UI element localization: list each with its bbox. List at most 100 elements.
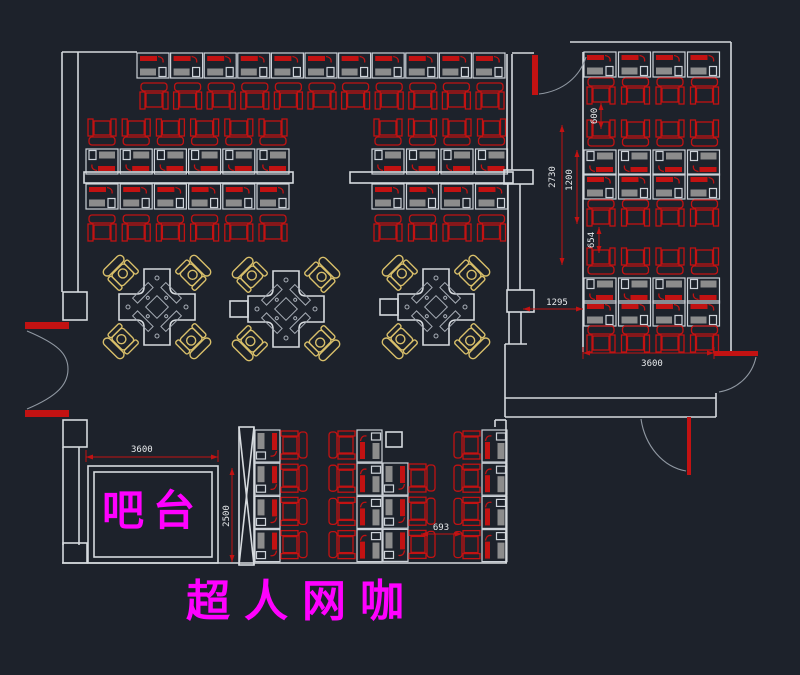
chair <box>689 247 720 275</box>
wall-box <box>62 542 88 564</box>
wall-box <box>349 171 514 184</box>
desk-station <box>85 148 119 175</box>
chair <box>280 496 308 527</box>
chair <box>87 214 117 242</box>
chair <box>476 118 507 146</box>
chair <box>139 82 169 110</box>
chair <box>340 82 371 110</box>
desk-station <box>617 51 652 78</box>
chair <box>620 77 651 105</box>
dimension-arrow <box>211 454 218 460</box>
wall-box <box>506 289 535 313</box>
cross-brace <box>238 426 255 566</box>
chair <box>655 119 685 147</box>
door-swing-arc <box>538 56 587 95</box>
chair <box>280 463 308 493</box>
chair <box>155 118 186 146</box>
walls-layer <box>61 41 732 566</box>
dimension-arrow <box>707 350 714 356</box>
door-swing-arc <box>26 368 69 410</box>
desk-station <box>472 52 506 79</box>
wall-box <box>503 169 534 185</box>
chair <box>620 247 651 275</box>
vip-chair <box>454 254 491 291</box>
dimension-lines-layer <box>85 103 715 562</box>
dimension-arrow <box>559 258 565 265</box>
chair <box>373 214 403 242</box>
dimension-labels-layer: 3600 2500 693 600 2730 1200 654 1295 360… <box>131 108 663 533</box>
desk-station <box>153 183 187 210</box>
desk-station <box>356 495 383 530</box>
vip-chair <box>175 254 212 291</box>
gaming-table <box>379 268 475 346</box>
chair <box>224 118 254 146</box>
vip-chair <box>381 254 418 291</box>
dim-label-right-width: 3600 <box>641 359 663 369</box>
desk-station <box>136 52 170 79</box>
desk-station <box>382 528 409 563</box>
chair <box>273 82 304 110</box>
chair <box>328 463 356 493</box>
desk-station <box>652 51 686 78</box>
chair <box>280 430 308 460</box>
chair <box>280 529 308 560</box>
wall-box <box>62 291 88 321</box>
dimension-arrow <box>421 531 428 537</box>
chair <box>408 529 436 560</box>
wall-box <box>87 465 219 564</box>
desk-station <box>617 149 652 176</box>
desk-station <box>256 148 290 175</box>
chair <box>586 77 616 105</box>
chair <box>172 82 203 110</box>
dimension-arrow <box>86 454 93 460</box>
dim-label-right-span: 2730 <box>548 166 558 188</box>
door-panel <box>25 322 69 329</box>
vip-chair <box>304 325 341 362</box>
desk-station <box>652 300 686 327</box>
chair <box>475 82 505 110</box>
desk-station <box>440 148 474 175</box>
vip-chair <box>304 256 341 293</box>
vip-chair <box>454 323 491 360</box>
desk-station <box>85 183 119 210</box>
door-panel <box>687 417 691 475</box>
door-swing-arc <box>718 356 757 393</box>
chair <box>453 463 481 493</box>
desk-station <box>254 528 281 563</box>
vip-chair <box>381 323 418 360</box>
desk-station <box>338 52 372 79</box>
chair <box>620 199 651 227</box>
desk-station <box>481 528 508 563</box>
wall-box <box>83 171 294 184</box>
desk-station <box>382 462 409 496</box>
desk-station <box>686 149 721 176</box>
chair <box>258 214 288 242</box>
gaming-tables-layer <box>102 254 491 362</box>
desk-station <box>371 148 405 175</box>
chair <box>87 118 117 146</box>
vip-chair <box>231 325 268 362</box>
dim-label-right-chair-gap: 654 <box>587 232 597 248</box>
chair <box>453 529 481 560</box>
chair <box>453 430 481 460</box>
desk-station <box>583 277 617 304</box>
desk-station <box>405 183 440 210</box>
chair <box>620 325 651 353</box>
chair <box>189 118 220 146</box>
desk-station <box>270 52 304 79</box>
dimension-arrow <box>523 306 530 312</box>
door-swing-arc <box>26 330 69 370</box>
dim-label-right-offset: 1295 <box>546 298 568 308</box>
table-side-tab <box>229 300 249 318</box>
vip-chair <box>175 323 212 360</box>
dimension-arrow <box>583 350 590 356</box>
desk-station <box>119 183 153 210</box>
chair <box>240 82 270 110</box>
desk-station <box>119 148 153 175</box>
chair <box>307 82 337 110</box>
dim-label-right-row-gap: 600 <box>590 108 600 124</box>
vip-chair <box>231 256 268 293</box>
desk-station <box>583 300 617 327</box>
desk-station <box>356 429 383 463</box>
